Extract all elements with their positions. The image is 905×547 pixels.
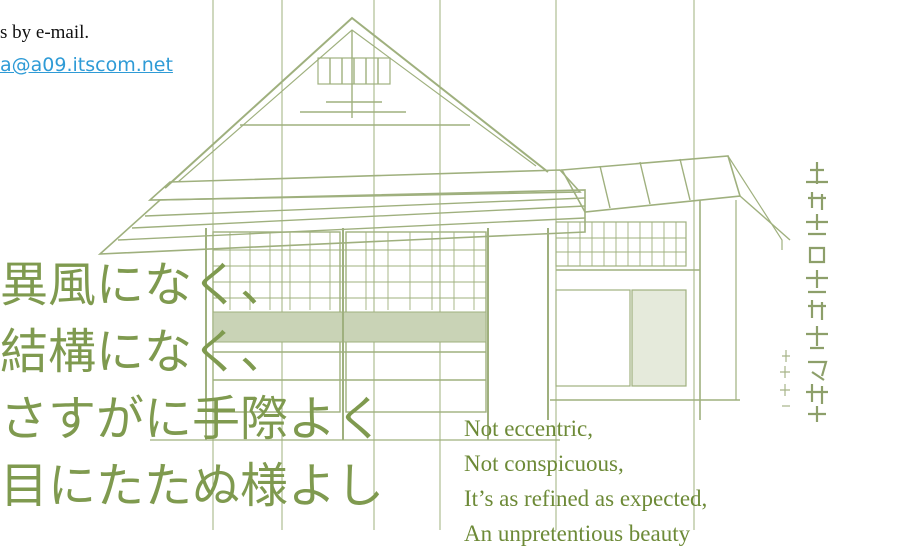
english-poem-line: Not conspicuous, bbox=[464, 451, 624, 476]
email-link[interactable]: a@a09.itscom.net bbox=[0, 54, 173, 76]
contact-text: s by e-mail. bbox=[0, 22, 90, 43]
japanese-poem: 異風になく、 結構になく、 さすがに手際よく 目にたたぬ様よし bbox=[0, 252, 384, 520]
english-poem-line: It’s as refined as expected, bbox=[464, 486, 708, 511]
japanese-poem-line: さすがに手際よく bbox=[0, 391, 385, 447]
tea-house-sketch-icon bbox=[97, 0, 828, 530]
english-poem-line: Not eccentric, bbox=[464, 416, 593, 441]
japanese-poem-line: 結構になく、 bbox=[0, 324, 289, 380]
japanese-poem-line: 目にたたぬ様よし bbox=[0, 458, 385, 514]
english-poem-line: An unpretentious beauty bbox=[464, 521, 691, 546]
japanese-poem-line: 異風になく、 bbox=[0, 257, 289, 313]
